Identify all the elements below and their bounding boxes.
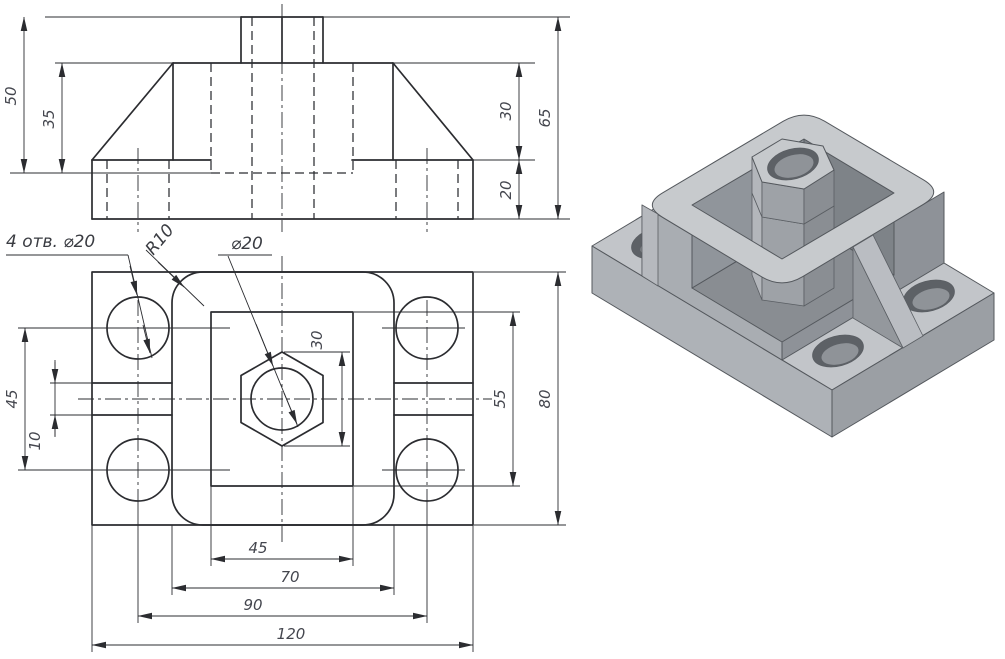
dimension-90: 90 bbox=[137, 596, 428, 620]
dim-label-65: 65 bbox=[536, 108, 554, 127]
dim-label-50: 50 bbox=[2, 86, 20, 105]
dim-label-30: 30 bbox=[497, 101, 515, 120]
diameter-label: ⌀20 bbox=[231, 234, 263, 254]
dimension-80: 80 bbox=[536, 271, 562, 526]
iso-boss-upper bbox=[751, 138, 835, 225]
dimension-20-right: 20 bbox=[497, 159, 523, 220]
iso-box-top-ring bbox=[651, 114, 935, 284]
dim-label-10: 10 bbox=[26, 431, 44, 450]
top-view: 45 10 30 55 80 45 70 90 bbox=[3, 256, 566, 652]
dim-label-80: 80 bbox=[536, 389, 554, 408]
iso-base-right-face bbox=[831, 292, 995, 438]
dim-label-45-bottom: 45 bbox=[248, 539, 267, 557]
radius-label: R10 bbox=[142, 221, 179, 259]
iso-boss-hole bbox=[767, 147, 819, 181]
dim-label-45-left: 45 bbox=[3, 389, 21, 408]
callout-labels: 4 отв. ⌀20 R10 ⌀20 bbox=[6, 221, 299, 428]
dimension-120: 120 bbox=[91, 625, 474, 649]
dimension-50: 50 bbox=[2, 16, 28, 174]
dimension-35: 35 bbox=[40, 62, 66, 174]
dimension-30-hex: 30 bbox=[308, 330, 346, 447]
dim-label-55: 55 bbox=[491, 389, 509, 408]
dimension-70: 70 bbox=[171, 568, 395, 592]
dim-label-70: 70 bbox=[280, 568, 299, 586]
holes-note-label: 4 отв. ⌀20 bbox=[6, 232, 95, 252]
dim-label-35: 35 bbox=[40, 109, 58, 128]
dimension-30-right: 30 bbox=[497, 62, 523, 161]
dimension-45-left: 45 bbox=[3, 327, 29, 471]
front-view: 50 35 30 20 65 bbox=[2, 4, 570, 232]
iso-base-hole-front bbox=[812, 334, 864, 368]
dimension-10: 10 bbox=[26, 360, 59, 451]
callout-4-holes: 4 отв. ⌀20 bbox=[6, 232, 153, 359]
iso-view bbox=[591, 114, 995, 438]
dim-label-20: 20 bbox=[497, 180, 515, 199]
dimension-45-bottom: 45 bbox=[210, 539, 354, 563]
dim-label-30-hex: 30 bbox=[308, 330, 326, 349]
iso-base-hole-right bbox=[903, 279, 955, 313]
callout-dia20: ⌀20 bbox=[218, 234, 299, 428]
dim-label-90: 90 bbox=[243, 596, 262, 614]
iso-corner-band bbox=[641, 204, 659, 287]
dim-label-120: 120 bbox=[277, 625, 306, 643]
iso-right-rib bbox=[852, 234, 924, 349]
dimension-55: 55 bbox=[491, 311, 517, 487]
dimension-65: 65 bbox=[536, 16, 562, 220]
